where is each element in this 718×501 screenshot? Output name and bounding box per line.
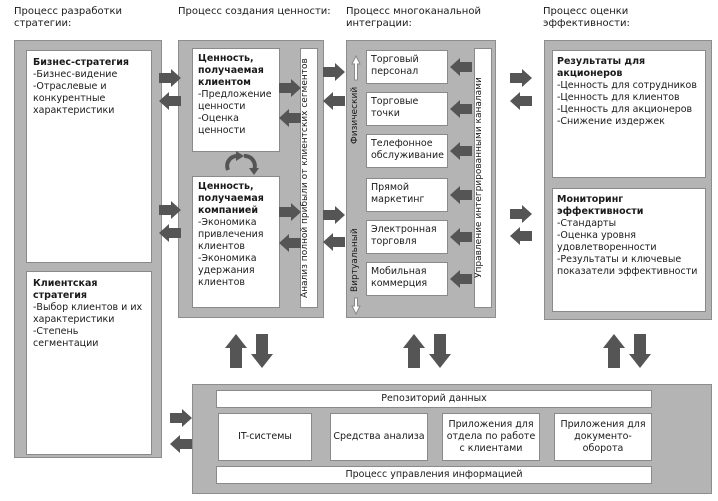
channel-item: Прямой маркетинг (366, 178, 448, 212)
channel-item: Мобильная коммерция (366, 262, 448, 296)
client-strategy-item: -Степень сегментации (33, 326, 99, 349)
physical-virtual-scale-icon (351, 54, 361, 316)
client-strategy-item: -Выбор клиентов и их характеристики (33, 302, 143, 325)
analysis-tools-box: Средства анализа (330, 413, 428, 461)
header-strategy: Процесс разработки стратегии: (14, 6, 123, 29)
arrow-down-icon (251, 334, 273, 368)
shareholder-results-item: -Ценность для клиентов (557, 92, 680, 103)
cycle-icon (225, 154, 257, 171)
performance-monitoring-title: Мониторинг эффективности (557, 194, 644, 217)
arrow-right-icon (159, 69, 181, 87)
it-systems-box: IT-системы (218, 413, 312, 461)
arrow-down-icon (429, 334, 451, 368)
client-strategy-box: Клиентская стратегия -Выбор клиентов и и… (26, 271, 152, 455)
channel-item: Телефонное обслуживание (366, 134, 448, 168)
channel-item: Торговый персонал (366, 50, 448, 84)
arrow-left-icon (279, 234, 301, 252)
shareholder-results-item: -Снижение издержек (557, 116, 665, 127)
arrow-left-icon (323, 92, 345, 110)
client-strategy-title: Клиентская стратегия (33, 278, 98, 301)
arrow-down-icon (629, 334, 651, 368)
business-strategy-box: Бизнес-стратегия -Бизнес-видение -Отрасл… (26, 50, 152, 263)
business-strategy-item: -Отраслевые и конкурентные характеристик… (33, 81, 115, 116)
arrow-up-icon (225, 334, 247, 368)
performance-monitoring-item: -Оценка уровня удовлетворенности (557, 230, 657, 253)
arrow-right-icon (170, 409, 192, 427)
arrow-right-icon (279, 203, 301, 221)
information-process-label: Процесс управления информацией (216, 466, 652, 484)
customer-value-item: -Предложение ценности (198, 89, 272, 112)
arrow-right-icon (510, 205, 532, 223)
profit-analysis-strip (300, 48, 318, 308)
channel-item: Электронная торговля (366, 220, 448, 254)
arrow-left-icon (170, 435, 192, 453)
arrow-left-icon (450, 100, 472, 118)
arrow-left-icon (159, 224, 181, 242)
shareholder-results-item: -Ценность для акционеров (557, 104, 693, 115)
shareholder-results-item: -Ценность для сотрудников (557, 80, 697, 91)
customer-value-box: Ценность, получаемая клиентом -Предложен… (192, 48, 280, 152)
arrow-left-icon (450, 270, 472, 288)
customer-value-item: -Оценка ценности (198, 113, 246, 136)
shareholder-results-box: Результаты для акционеров -Ценность для … (552, 50, 706, 178)
customer-value-title: Ценность, получаемая клиентом (198, 53, 264, 88)
business-strategy-title: Бизнес-стратегия (33, 57, 130, 68)
arrow-up-icon (403, 334, 425, 368)
header-assessment: Процесс оценки эффективности: (543, 6, 630, 29)
arrow-right-icon (323, 63, 345, 81)
company-value-item: -Экономика привлечения клиентов (198, 217, 264, 252)
arrow-right-icon (323, 206, 345, 224)
client-apps-box: Приложения для отдела по работе с клиент… (442, 413, 540, 461)
channel-management-strip (474, 48, 492, 308)
company-value-item: -Экономика удержания клиентов (198, 253, 257, 288)
arrow-left-icon (510, 92, 532, 110)
document-apps-box: Приложения для документо-оборота (554, 413, 652, 461)
arrow-left-icon (323, 233, 345, 251)
performance-monitoring-box: Мониторинг эффективности -Стандарты -Оце… (552, 188, 706, 312)
arrow-left-icon (159, 92, 181, 110)
company-value-title: Ценность, получаемая компанией (198, 181, 264, 216)
header-value: Процесс создания ценности: (178, 6, 331, 17)
arrow-right-icon (510, 69, 532, 87)
performance-monitoring-item: -Результаты и ключевые показатели эффект… (557, 254, 698, 277)
arrow-left-icon (450, 142, 472, 160)
arrow-right-icon (279, 79, 301, 97)
arrow-left-icon (279, 109, 301, 127)
arrow-left-icon (510, 227, 532, 245)
arrow-left-icon (450, 58, 472, 76)
data-repository: Репозиторий данных (216, 390, 652, 408)
header-integration: Процесс многоканальной интеграции: (346, 6, 481, 29)
arrow-right-icon (159, 201, 181, 219)
shareholder-results-title: Результаты для акционеров (557, 56, 646, 79)
company-value-box: Ценность, получаемая компанией -Экономик… (192, 176, 280, 308)
channel-item: Торговые точки (366, 92, 448, 126)
arrow-left-icon (450, 228, 472, 246)
cycle-arrowheads-icon (236, 151, 259, 175)
performance-monitoring-item: -Стандарты (557, 218, 617, 229)
arrow-up-icon (603, 334, 625, 368)
business-strategy-item: -Бизнес-видение (33, 69, 118, 80)
arrow-left-icon (450, 186, 472, 204)
